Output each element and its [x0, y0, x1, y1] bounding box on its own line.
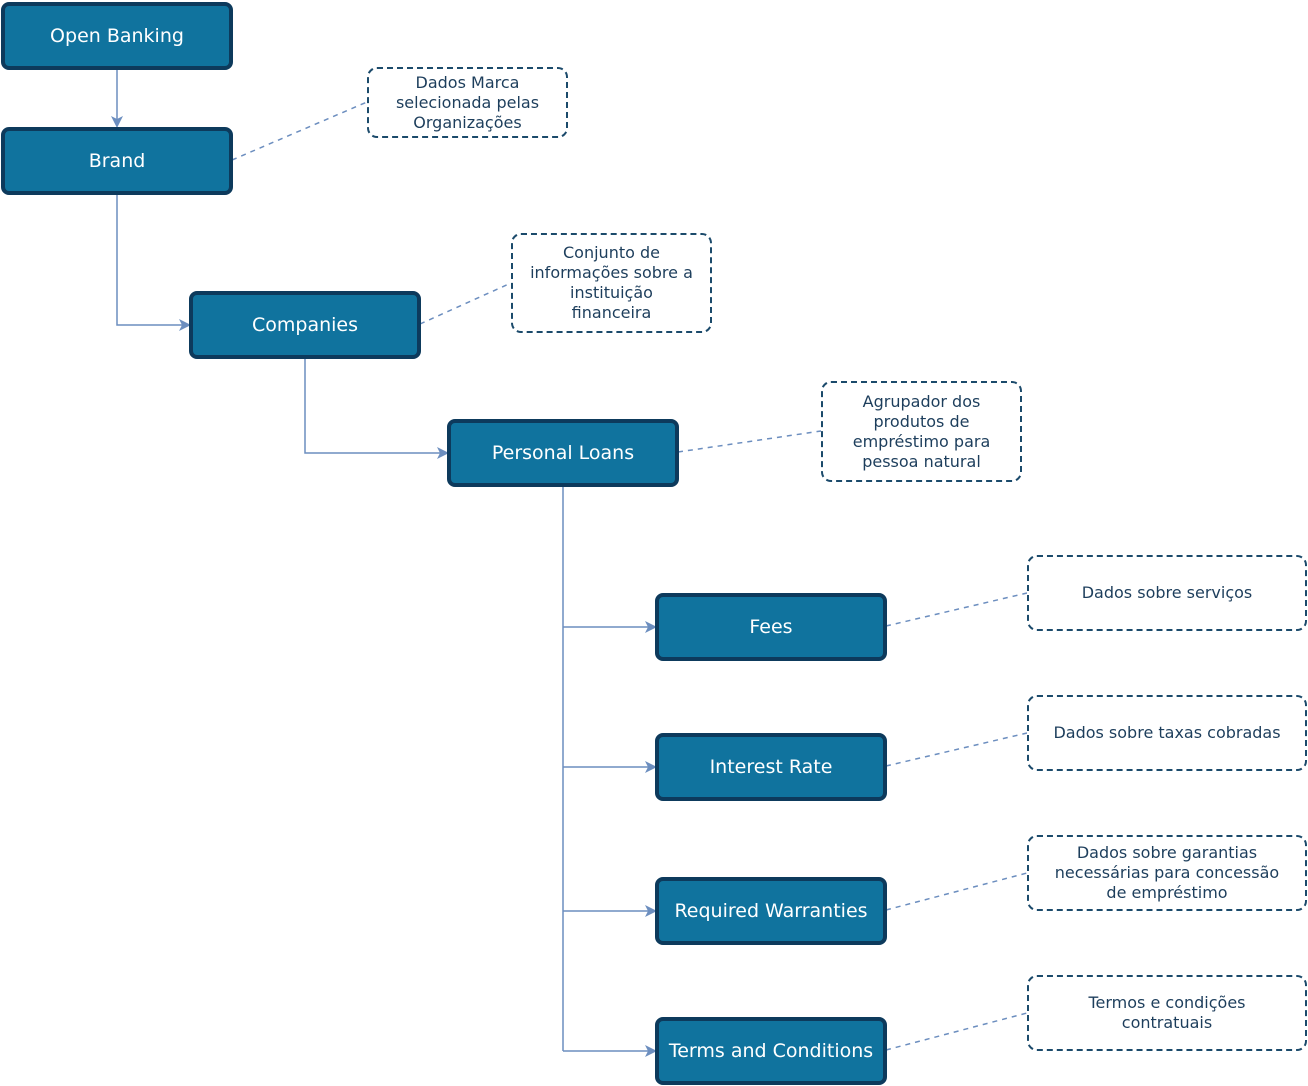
note-companies: Conjunto de informações sobre a institui…	[511, 233, 712, 333]
note-line: Conjunto de	[563, 243, 660, 262]
note-line: contratuais	[1121, 1013, 1213, 1032]
note-line: Dados sobre garantias	[1076, 843, 1258, 862]
node-required-warranties: Required Warranties	[655, 877, 887, 945]
note-link-personalloans	[677, 430, 822, 453]
edge-companies-personalloans	[304, 357, 449, 459]
note-line: Agrupador dos	[862, 391, 981, 411]
note-link-interestrate	[885, 732, 1028, 767]
note-line: selecionada pelas	[395, 92, 540, 112]
note-line: empréstimo para	[852, 431, 991, 451]
node-fees: Fees	[655, 593, 887, 661]
note-line: informações sobre a	[530, 263, 693, 282]
note-line: Termos e condições	[1088, 993, 1246, 1012]
node-open-banking: Open Banking	[1, 2, 233, 70]
note-line: de empréstimo	[1106, 883, 1228, 902]
note-line: Organizações	[413, 112, 522, 132]
node-terms-and-conditions: Terms and Conditions	[655, 1017, 887, 1085]
note-link-fees	[885, 592, 1028, 627]
note-required-warranties: Dados sobre garantias necessárias para c…	[1027, 835, 1307, 911]
node-brand: Brand	[1, 127, 233, 195]
note-line: instituição	[570, 283, 653, 302]
note-line: necessárias para concessão	[1054, 863, 1280, 882]
note-link-requiredwarranties	[885, 872, 1028, 911]
note-line: financeira	[571, 303, 652, 322]
node-interest-rate: Interest Rate	[655, 733, 887, 801]
note-personal-loans: Agrupador dos produtos de empréstimo par…	[821, 381, 1022, 482]
note-interest-rate: Dados sobre taxas cobradas	[1027, 695, 1307, 771]
edge-brand-companies	[116, 194, 191, 331]
note-link-termsandconditions	[885, 1012, 1028, 1051]
note-link-brand	[231, 101, 368, 161]
note-line: Dados sobre taxas cobradas	[1053, 723, 1281, 742]
note-brand: Dados Marca selecionada pelas Organizaçõ…	[367, 67, 568, 138]
node-companies: Companies	[189, 291, 421, 359]
note-link-companies	[419, 282, 512, 325]
note-line: Dados sobre serviços	[1081, 583, 1253, 602]
note-terms-and-conditions: Termos e condições contratuais	[1027, 975, 1307, 1051]
note-line: pessoa natural	[862, 451, 981, 471]
note-line: Dados Marca	[415, 72, 520, 92]
node-personal-loans: Personal Loans	[447, 419, 679, 487]
note-line: produtos de	[873, 411, 970, 431]
note-fees: Dados sobre serviços	[1027, 555, 1307, 631]
